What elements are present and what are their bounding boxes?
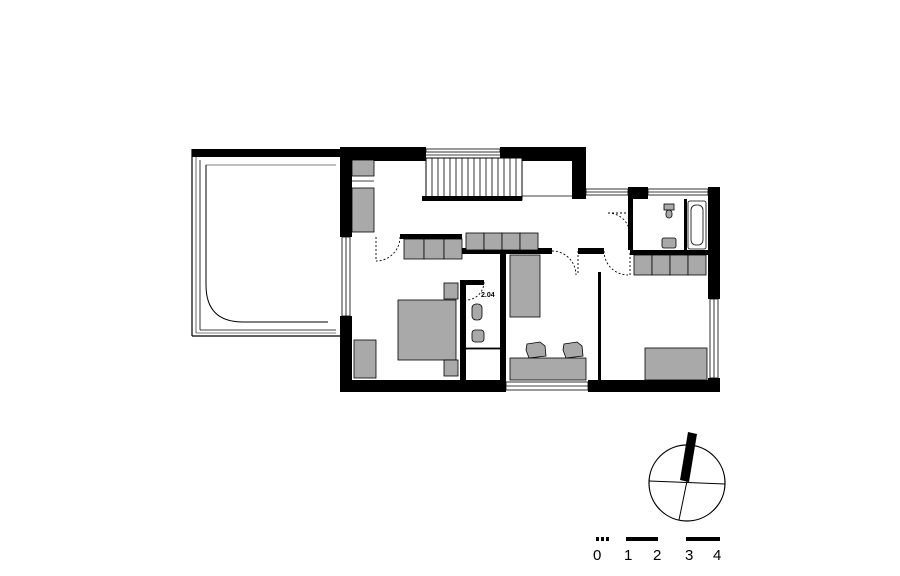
single-bed	[644, 347, 708, 381]
cabinet	[351, 159, 375, 177]
staircase	[422, 157, 572, 201]
scale-label-0: 0	[593, 547, 601, 564]
desk	[509, 357, 587, 381]
wardrobe	[351, 187, 375, 233]
study-chairs	[525, 341, 584, 359]
scale-label-2: 2	[653, 547, 661, 564]
nightstand	[443, 359, 459, 377]
nightstand	[443, 282, 459, 300]
scale-label-3: 3	[685, 547, 693, 564]
room-label: 2.04	[481, 292, 495, 299]
scale-bar	[596, 537, 720, 541]
exterior-walls	[340, 147, 720, 392]
furniture	[351, 159, 708, 381]
scale-label-4: 4	[713, 547, 721, 564]
sofa	[509, 254, 541, 318]
double-bed	[397, 299, 457, 361]
windows	[341, 188, 719, 391]
bathroom-fixtures	[465, 200, 707, 350]
terrace	[191, 149, 340, 337]
north-arrow-icon	[648, 432, 726, 522]
scale-label-1: 1	[624, 547, 632, 564]
door-swings	[375, 212, 631, 301]
armchair	[353, 339, 377, 379]
